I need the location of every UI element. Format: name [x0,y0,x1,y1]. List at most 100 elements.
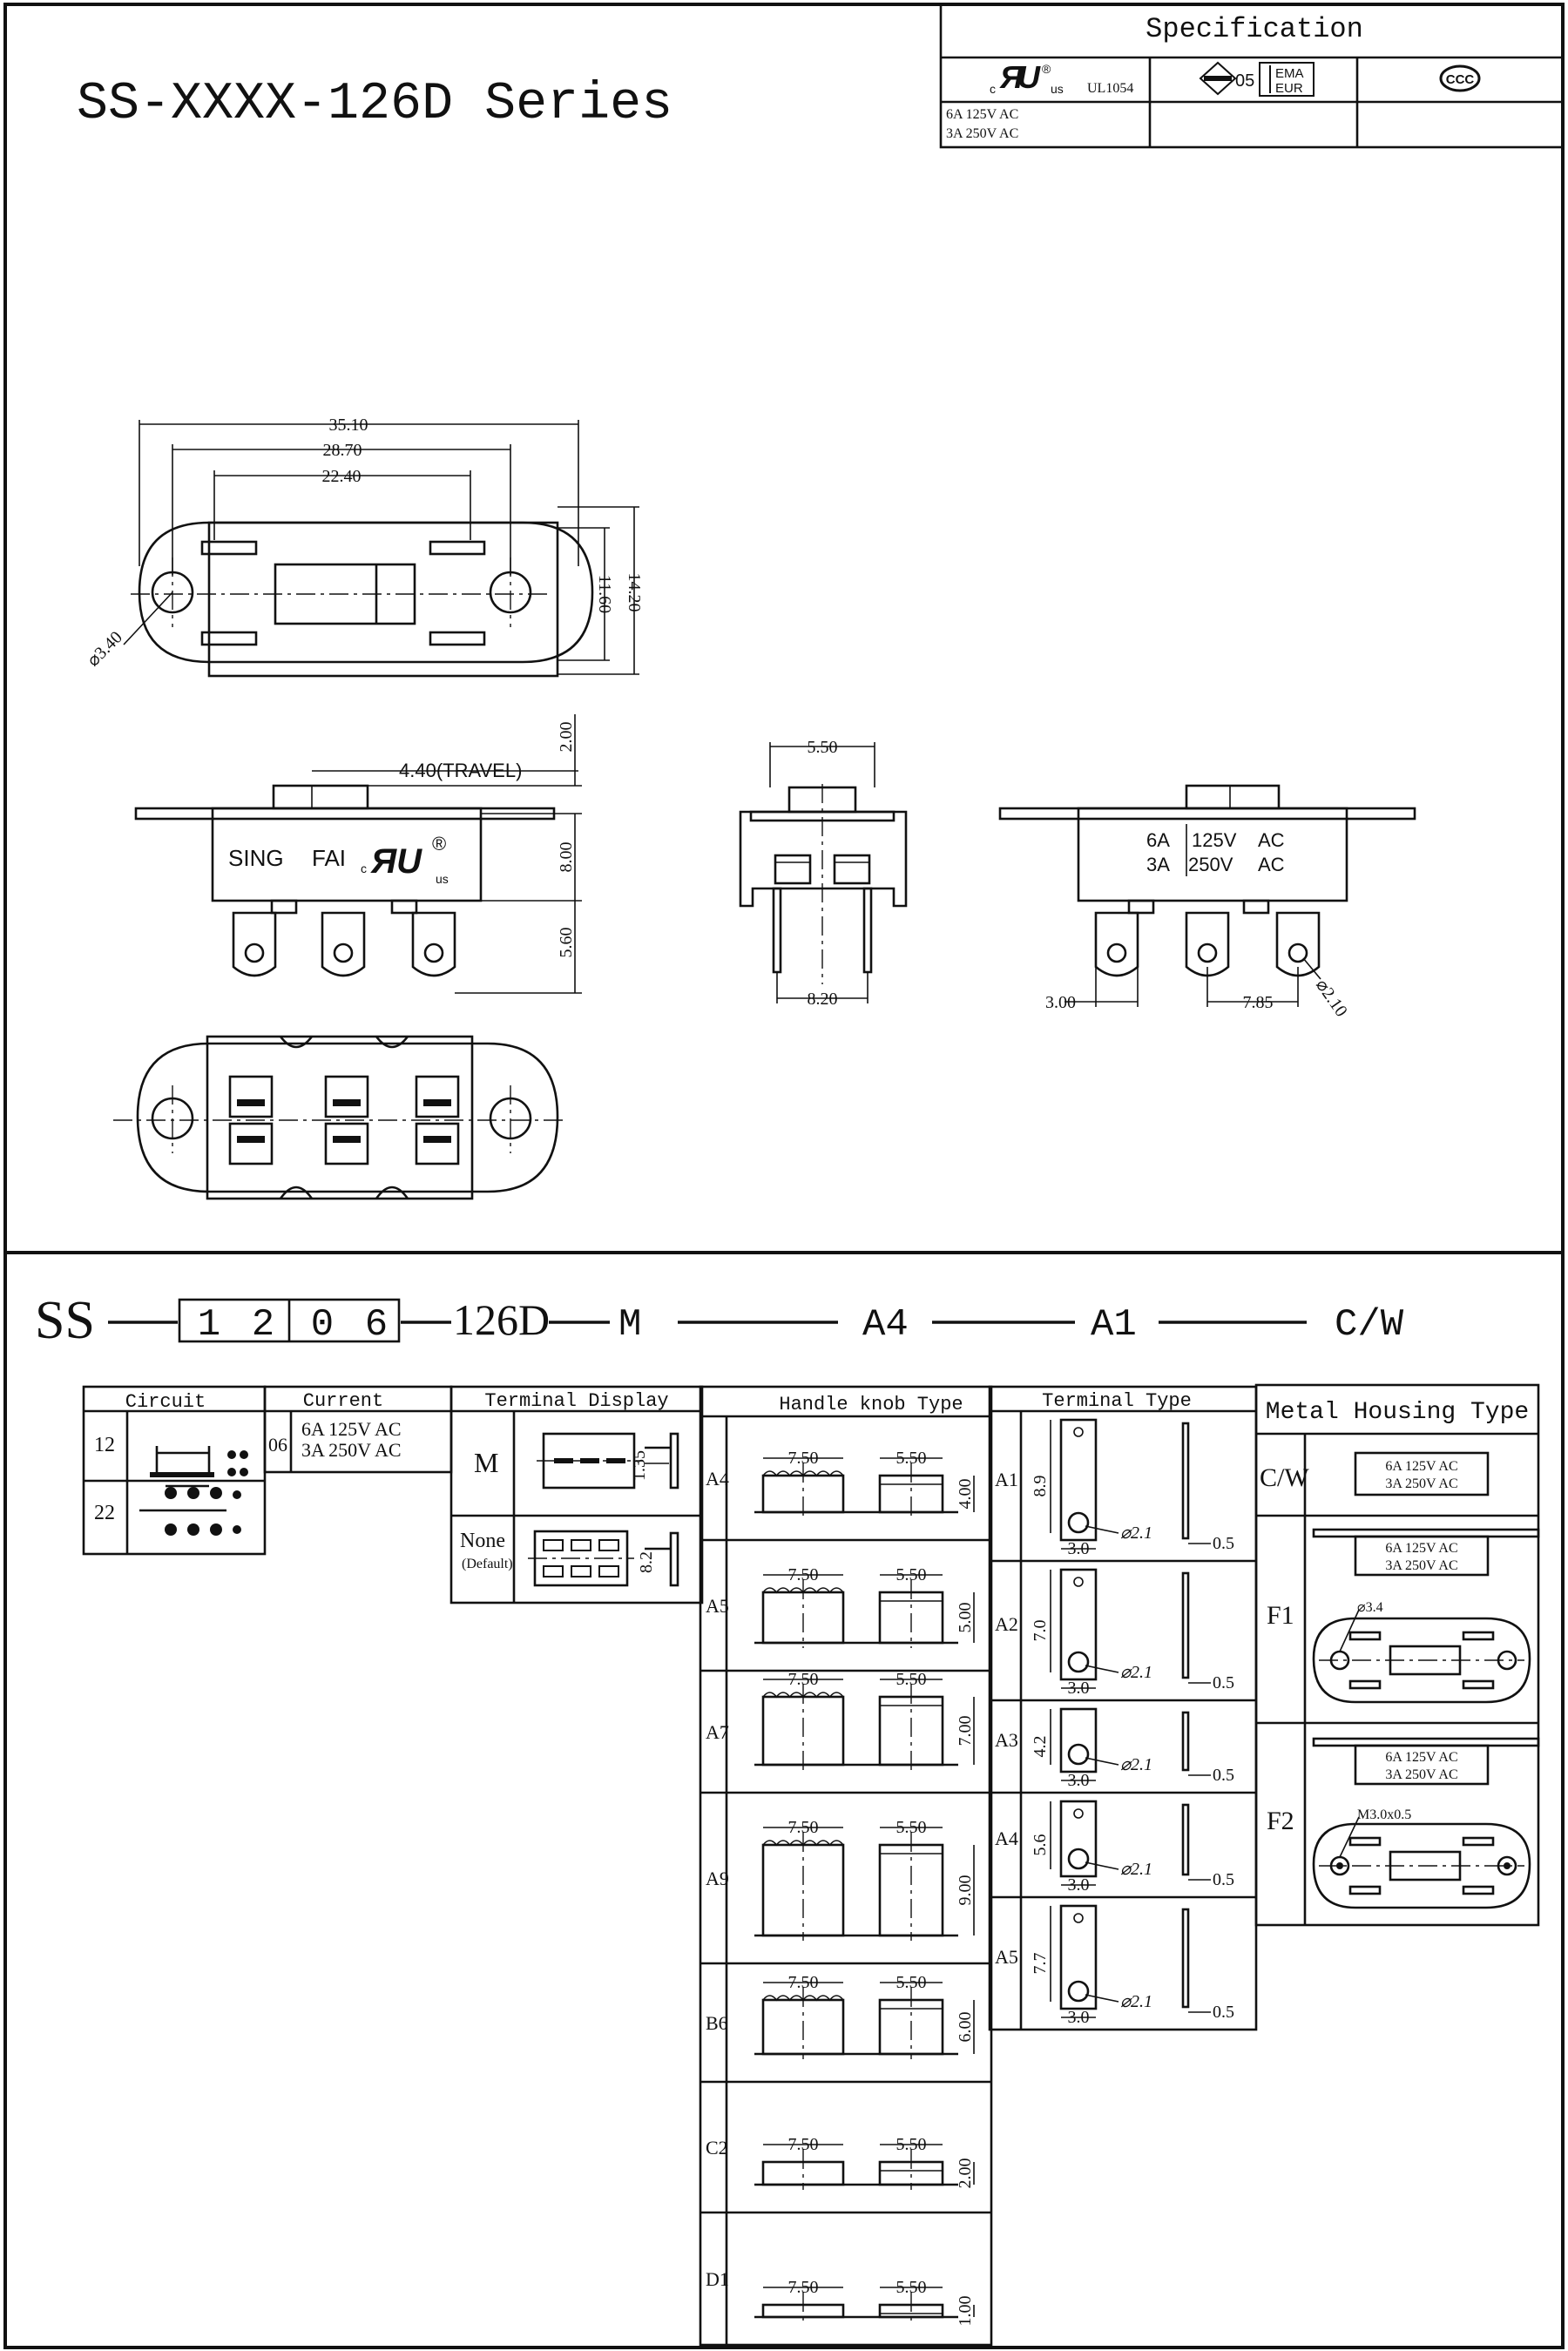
code-digit-1: 1 [198,1303,220,1347]
specification-box: Specification c Я U ® us UL1054 05 EMA E… [939,3,1565,149]
back-mark-250v: 250V [1188,854,1233,875]
circuit-row-12: 12 [94,1434,115,1456]
svg-text:®: ® [1042,62,1051,76]
dim-8-00: 8.00 [557,842,576,873]
bottom-view [113,1035,568,1200]
handle-knob-width-1: 7.50 [788,1565,819,1584]
dim-14-20: 14.20 [625,573,644,612]
code-terminal-type: A1 [1091,1303,1137,1347]
terminal-display-table: Terminal Display M None (Default) 1.35 [449,1385,704,1604]
code-digit-2: 2 [252,1303,274,1347]
handle-knob-width-2: 5.50 [896,1973,927,1992]
front-marking-fai: FAI [312,845,346,871]
housing-code-f2: F2 [1267,1807,1294,1835]
terminal-display-none-icon [528,1530,679,1587]
housing-cw-line-1: 6A 125V AC [1385,1459,1457,1474]
terminal-type-width: 3.0 [1068,1679,1090,1698]
handle-knob-width-2: 5.50 [896,1565,927,1584]
handle-knob-code: A4 [706,1468,729,1490]
handle-knob-width-2: 5.50 [896,2278,927,2297]
housing-code-f1: F1 [1267,1601,1294,1630]
code-digit-4: 6 [365,1303,388,1347]
handle-knob-width-2: 5.50 [896,2135,927,2154]
handle-knob-width-1: 7.50 [788,2135,819,2154]
terminal-type-length: 4.2 [1031,1736,1050,1758]
terminal-type-hole: ⌀2.1 [1120,1860,1152,1879]
housing-f2-hole: M3.0x0.5 [1357,1807,1411,1822]
back-mark-3a: 3A [1146,854,1170,875]
terminal-type-length: 7.7 [1031,1953,1050,1975]
housing-cw-line-2: 3A 250V AC [1385,1476,1457,1491]
dim-3-00: 3.00 [1045,993,1076,1012]
code-prefix: SS [35,1291,95,1350]
terminal-display-none: None [460,1530,505,1552]
back-mark-ac1: AC [1258,829,1285,851]
handle-knob-code: A5 [706,1595,729,1617]
front-marking-us: us [436,872,449,886]
front-marking-sing: SING [228,845,284,871]
dim-2-00: 2.00 [557,722,576,753]
handle-knob-height: 9.00 [956,1875,975,1906]
terminal-type-length: 7.0 [1031,1620,1050,1642]
terminal-type-hole: ⌀2.1 [1120,1663,1152,1682]
back-view: 6A 125V AC 3A 250V AC 3.00 7.85 ⌀2.10 [998,784,1416,1020]
svg-text:®: ® [432,833,446,855]
handle-knob-code: A9 [706,1868,729,1889]
back-mark-6a: 6A [1146,829,1170,851]
page-title: SS-XXXX-126D Series [77,75,672,134]
metal-housing-table: Metal Housing Type C/W F1 F2 6A 125V AC … [1254,1383,1540,1927]
front-view: SING FAI c ЯU ® us 4.40(TRAVEL) 2.00 8.0… [134,714,582,994]
code-housing-type: C/W [1335,1303,1404,1347]
housing-f1-line-2: 3A 250V AC [1385,1558,1457,1573]
handle-knob-height: 7.00 [956,1716,975,1746]
handle-knob-height: 4.00 [956,1479,975,1510]
current-code: 06 [268,1434,287,1456]
terminal-type-header: Terminal Type [1042,1390,1192,1412]
terminal-type-width: 3.0 [1068,2008,1090,2027]
dim-8-20: 8.20 [808,990,838,1009]
handle-knob-width-2: 5.50 [896,1449,927,1468]
svg-text:ЯU: ЯU [370,842,422,881]
current-line-2: 3A 250V AC [301,1439,402,1461]
back-mark-ac2: AC [1258,854,1285,875]
circuit-22-schematic-icon [139,1484,241,1536]
terminal-type-code: A4 [995,1827,1018,1849]
top-view: 35.10 28.70 22.40 11.60 14.20 ⌀3.40 [84,415,644,678]
terminal-display-header: Terminal Display [484,1390,668,1412]
dim-11-60: 11.60 [595,575,614,613]
ccc-icon: CCC [1439,64,1481,92]
handle-knob-height: 1.00 [956,2296,975,2327]
svg-text:c: c [990,82,996,96]
handle-knob-height: 6.00 [956,2012,975,2043]
dim-hole-2-10: ⌀2.10 [1312,976,1351,1020]
ul-recognized-icon: c Я U ® us [990,59,1064,96]
code-handle-type: A4 [862,1303,909,1347]
handle-knob-width-1: 7.50 [788,1449,819,1468]
handle-knob-width-1: 7.50 [788,1670,819,1689]
handle-knob-header: Handle knob Type [779,1394,963,1415]
handle-knob-code: A7 [706,1721,729,1743]
circuit-header: Circuit [125,1391,206,1413]
svg-text:Я: Я [999,59,1024,95]
terminal-type-code: A1 [995,1469,1018,1490]
terminal-type-hole: ⌀2.1 [1120,1523,1152,1543]
metal-housing-header: Metal Housing Type [1266,1399,1529,1426]
terminal-type-code: A2 [995,1613,1018,1635]
housing-code-cw: C/W [1260,1463,1309,1492]
spec-rating-2: 3A 250V AC [946,126,1018,141]
terminal-type-hole: ⌀2.1 [1120,1992,1152,2011]
svg-text:U: U [1017,59,1041,95]
svg-text:us: us [1051,82,1064,96]
housing-f1-hole: ⌀3.4 [1357,1600,1383,1615]
terminal-display-m-dim: 1.35 [630,1450,649,1481]
terminal-display-default: (Default) [462,1557,513,1571]
